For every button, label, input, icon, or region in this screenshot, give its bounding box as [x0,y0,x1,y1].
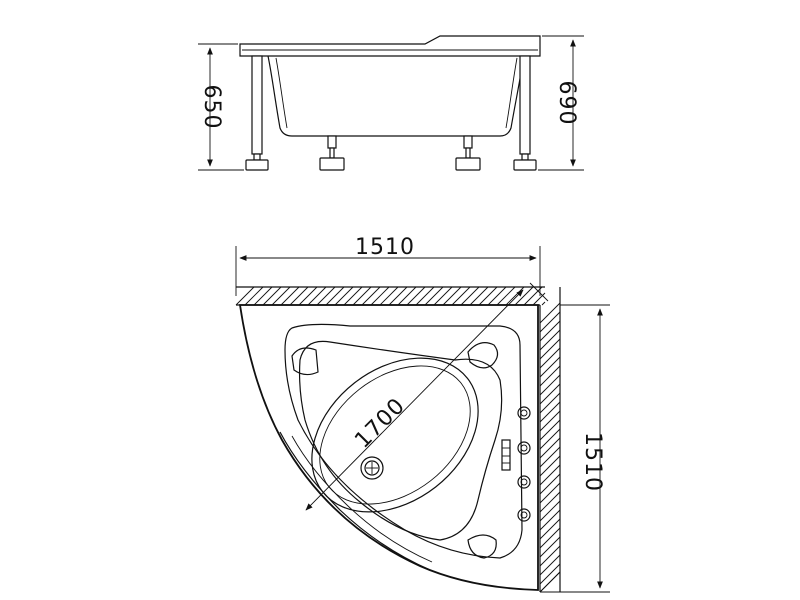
wall-hatch-line [406,286,426,306]
wall-hatch-line [539,302,561,324]
wall-hatch-line [343,286,363,306]
wall-hatch-line [539,374,561,396]
wall-hatch-line [539,473,561,495]
dimension-right-height: 690 [538,35,584,171]
wall-hatch-line [388,286,408,306]
wall-hatch-line [539,329,561,351]
wall-hatch-line [235,286,255,306]
wall-hatch-line [442,286,462,306]
wall-hatch-line [539,446,561,468]
wall-hatch-line [379,286,399,306]
wall-hatch-line [539,509,561,531]
wall-hatch-line [289,286,309,306]
wall-hatch-line [361,286,381,306]
dimension-label-1700: 1700 [350,393,410,453]
dimension-label-right-1510: 1510 [580,432,605,492]
headrest-bottom [467,534,497,559]
wall-hatch-line [539,392,561,414]
wall-hatch-line [496,286,516,306]
wall-hatch-line [307,286,327,306]
wall-hatch-line [424,286,444,306]
wall-hatch-line [298,286,318,306]
wall-hatch-line [451,286,471,306]
wall-hatch-line [539,365,561,387]
leg-right [513,55,537,171]
tub-rim [239,35,541,57]
wall-top [235,286,546,306]
wall-hatch-line [415,286,435,306]
wall-hatch-line [352,286,372,306]
dimension-label-top-1510: 1510 [355,235,415,260]
dimension-label-690: 690 [554,81,579,126]
wall-hatch-line [539,428,561,450]
headrest-top-left [291,347,319,376]
wall-hatch-line [539,437,561,459]
wall-hatch-line [469,286,489,306]
drain-icon [360,456,384,480]
tub-outline [238,304,539,591]
wall-hatch-line [271,286,291,306]
wall-hatch-line [539,383,561,405]
wall-hatch-line [460,286,480,306]
wall-hatch-line [370,286,390,306]
wall-hatch-line [532,292,546,306]
wall-hatch-line [539,401,561,423]
wall-hatch-line [539,554,561,576]
dimension-label-650: 650 [199,85,224,130]
wall-hatch-line [280,286,300,306]
leg-left [245,55,269,171]
jet-nozzle-4-icon [517,508,531,522]
wall-hatch-line [244,286,264,306]
dimension-top-width: 1510 [235,235,541,296]
wall-hatch-line [433,286,453,306]
tub-body-inner [275,57,288,129]
wall-hatch-line [539,563,561,585]
leg-inner-right [455,135,481,171]
wall-hatch-line [539,356,561,378]
wall-hatch-line [539,464,561,486]
side-view: 650 690 [198,35,584,171]
wall-hatch-line [539,455,561,477]
dimension-left-height: 650 [198,43,244,171]
wall-hatch-line [539,491,561,513]
wall-hatch-line [539,347,561,369]
wall-hatch-line [539,571,561,593]
wall-hatch-line [539,500,561,522]
wall-right [539,287,561,593]
tub-body [267,55,525,137]
wall-hatch-line [325,286,345,306]
control-panel-icon [501,439,511,471]
dimension-right-depth: 1510 [540,304,610,593]
top-view: 1510 1510 [235,235,610,593]
jet-nozzle-1-icon [517,406,531,420]
headrest-top-right [467,342,499,369]
wall-hatch-line [539,482,561,504]
wall-hatch-line [539,419,561,441]
wall-hatch-line [539,518,561,540]
wall-hatch-line [541,301,546,306]
wall-hatch-line [478,286,498,306]
wall-hatch-line [539,320,561,342]
wall-hatch-line [539,311,561,333]
wall-hatch-line [397,286,417,306]
wall-hatch-line [316,286,336,306]
wall-hatch-line [262,286,282,306]
wall-hatch-line [539,338,561,360]
wall-hatch-line [539,545,561,567]
wall-hatch-line [539,527,561,549]
wall-hatch-line [334,286,354,306]
wall-hatch-line [253,286,273,306]
jet-nozzle-3-icon [517,475,531,489]
wall-hatch-line [539,536,561,558]
jet-nozzle-2-icon [517,441,531,455]
dimension-diagonal: 1700 [305,282,549,511]
wall-hatch-line [487,286,507,306]
wall-hatch-line [539,410,561,432]
wall-hatch-line [523,286,543,306]
leg-inner-left [319,135,345,171]
wall-hatch-line [505,286,525,306]
